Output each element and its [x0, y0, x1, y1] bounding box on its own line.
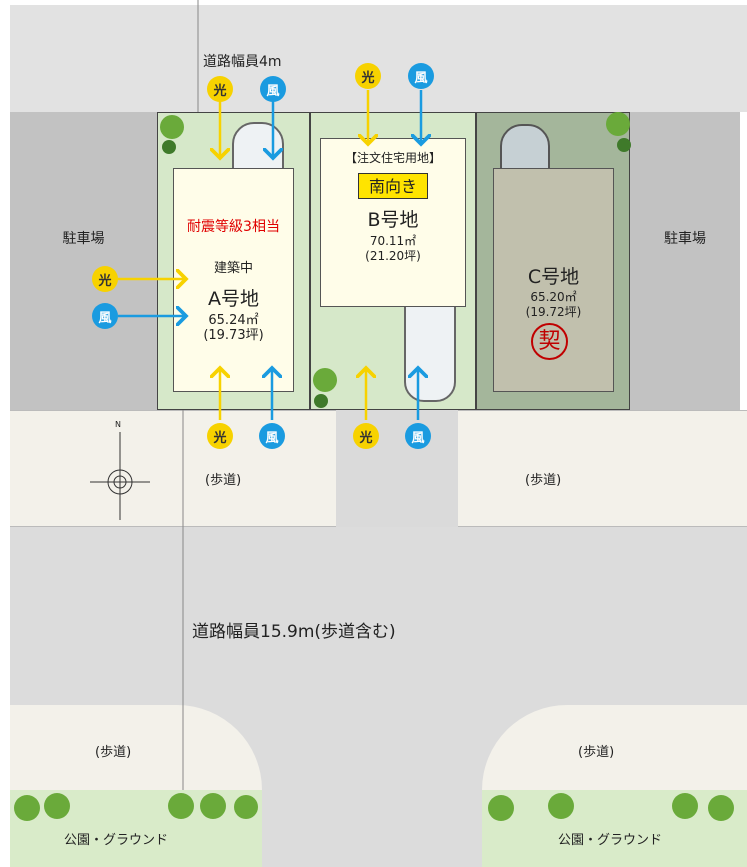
building-b	[320, 138, 466, 307]
light-icon: 光	[353, 423, 379, 449]
tree-icon	[708, 795, 734, 821]
wind-icon: 風	[259, 423, 285, 449]
car-b	[404, 300, 456, 402]
park-label-left: 公園・グラウンド	[64, 833, 169, 848]
tree-icon	[548, 793, 574, 819]
parking-right	[630, 112, 740, 410]
light-icon: 光	[355, 63, 381, 89]
lot-b-tsubo: (21.20坪)	[365, 249, 421, 263]
wind-icon: 風	[405, 423, 431, 449]
lower-sidewalk-label-right: (歩道)	[578, 745, 615, 760]
tree-icon	[488, 795, 514, 821]
compass-icon	[90, 432, 150, 520]
main-road-label: 道路幅員15.9m(歩道含む)	[192, 622, 396, 642]
tree-icon	[617, 138, 631, 152]
parking-left	[10, 112, 157, 410]
lot-c-name: C号地	[527, 266, 580, 288]
lot-b-orientation: 南向き	[368, 177, 417, 196]
lower-sidewalk-left	[10, 705, 262, 790]
wind-icon: 風	[260, 76, 286, 102]
lower-sidewalk-label-left: (歩道)	[95, 745, 132, 760]
lot-b-area: 70.11㎡	[369, 234, 417, 248]
building-a	[173, 168, 294, 392]
park-label-right: 公園・グラウンド	[558, 833, 663, 848]
tree-icon	[234, 795, 258, 819]
contract-stamp-text: 契	[538, 329, 561, 354]
tree-icon	[672, 793, 698, 819]
lot-b-name: B号地	[367, 209, 419, 231]
lot-b-category: 【注文住宅用地】	[344, 151, 441, 165]
top-road-label: 道路幅員4m	[203, 54, 282, 70]
lower-sidewalk-right	[482, 705, 747, 790]
lot-c-tsubo: (19.72坪)	[525, 305, 582, 319]
compass-north-label: N	[115, 420, 121, 429]
tree-icon	[314, 394, 328, 408]
lot-c-area: 65.20㎡	[530, 290, 577, 304]
contract-stamp: 契	[531, 323, 568, 360]
tree-icon	[14, 795, 40, 821]
lot-a-area: 65.24㎡	[208, 313, 259, 328]
tree-icon	[44, 793, 70, 819]
top-road	[10, 5, 747, 112]
parking-left-label: 駐車場	[62, 231, 105, 247]
tree-icon	[160, 115, 184, 139]
lot-a-name: A号地	[208, 288, 259, 310]
wind-icon: 風	[92, 303, 118, 329]
light-icon: 光	[92, 266, 118, 292]
park-right	[482, 790, 747, 867]
lot-a-feature: 耐震等級3相当	[187, 219, 280, 235]
tree-icon	[162, 140, 176, 154]
tree-icon	[200, 793, 226, 819]
parking-right-label: 駐車場	[664, 231, 706, 247]
lot-a-status: 建築中	[213, 261, 253, 276]
wind-icon: 風	[408, 63, 434, 89]
lot-a-tsubo: (19.73坪)	[203, 328, 264, 343]
lot-b-orientation-badge: 南向き	[358, 173, 428, 199]
sidewalk-label-right: (歩道)	[525, 473, 562, 488]
light-icon: 光	[207, 76, 233, 102]
sidewalk-label-left: (歩道)	[205, 473, 242, 488]
tree-icon	[168, 793, 194, 819]
tree-icon	[313, 368, 337, 392]
light-icon: 光	[207, 423, 233, 449]
tree-icon	[606, 112, 630, 136]
